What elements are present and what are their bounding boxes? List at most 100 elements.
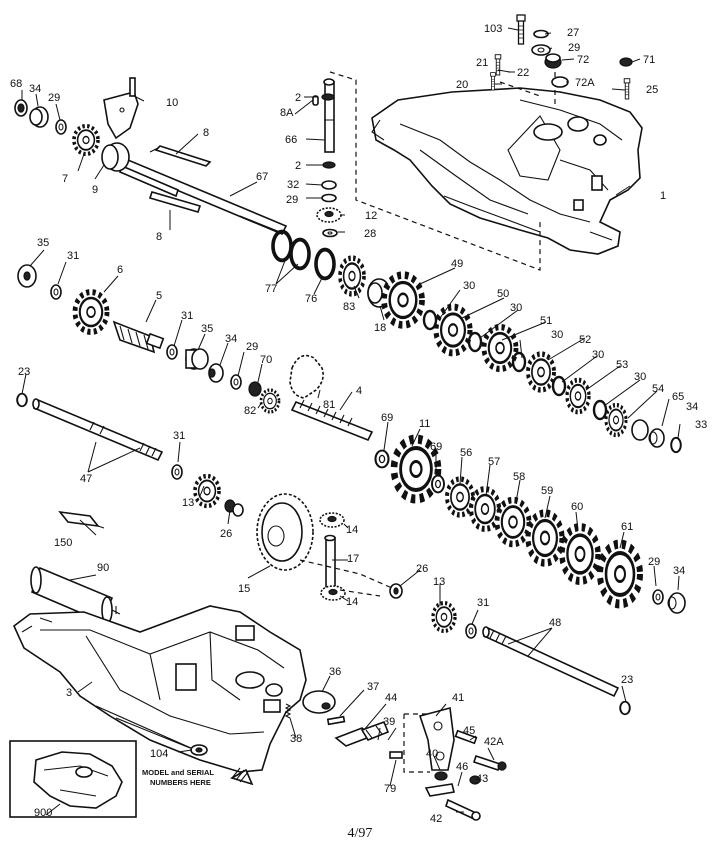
bolt-25 (623, 78, 631, 100)
callout-82: 82 (244, 405, 256, 417)
callout-29: 29 (648, 556, 660, 568)
callout-34: 34 (673, 565, 685, 577)
ring-76 (314, 247, 336, 281)
bevel-gear-14-upper (319, 512, 345, 528)
gear-6 (75, 292, 107, 332)
ring-2-top (321, 93, 335, 101)
callout-labels: 103 27 29 21 22 72 71 20 72A 25 68 34 29… (10, 23, 707, 825)
callout-42A: 42A (484, 736, 504, 748)
ring-77-a (271, 229, 293, 263)
model-serial-note (229, 767, 254, 786)
callout-23: 23 (621, 674, 633, 686)
callout-30: 30 (510, 302, 522, 314)
nut-43 (469, 775, 481, 785)
bolt-20 (490, 72, 496, 91)
brake-shaft-4 (290, 399, 374, 442)
callout-3: 3 (66, 687, 72, 699)
callout-38: 38 (290, 733, 302, 745)
washer-26-lower (389, 583, 403, 599)
callout-35: 35 (37, 237, 49, 249)
callout-60: 60 (571, 501, 583, 513)
brake-disc-36 (302, 690, 336, 714)
callout-22: 22 (517, 67, 529, 79)
callout-50: 50 (497, 288, 509, 300)
callout-7: 7 (62, 173, 68, 185)
ring-33 (670, 436, 682, 454)
callout-53: 53 (616, 359, 628, 371)
callout-30: 30 (592, 349, 604, 361)
key-150 (58, 510, 105, 529)
callout-72: 72 (577, 54, 589, 66)
model-serial-note-line1: MODEL and SERIAL (142, 768, 214, 777)
nut-104 (190, 744, 208, 756)
chain-81 (289, 354, 324, 399)
callout-61: 61 (621, 521, 633, 533)
gear-13-lower (433, 603, 455, 631)
washer-29-top (531, 44, 551, 56)
bearing-34-top (29, 106, 49, 128)
callout-34: 34 (29, 83, 41, 95)
model-serial-note-line2: NUMBERS HERE (150, 778, 211, 787)
callout-68: 68 (10, 78, 22, 90)
bearing-65 (631, 419, 649, 441)
callout-39: 39 (383, 716, 395, 728)
revision-date: 4/97 (347, 826, 373, 841)
callout-8A: 8A (280, 107, 294, 119)
callout-49: 49 (451, 258, 463, 270)
callout-10: 10 (166, 97, 178, 109)
callout-27: 27 (567, 27, 579, 39)
callout-900: 900 (34, 807, 52, 819)
gear-57 (471, 489, 499, 529)
bolt-42A (472, 754, 507, 772)
callout-90: 90 (97, 562, 109, 574)
callout-33: 33 (695, 419, 707, 431)
callout-26: 26 (220, 528, 232, 540)
dowel-45 (454, 729, 478, 745)
assembly-dashed-line-diff (299, 559, 393, 597)
callout-2: 2 (295, 160, 301, 172)
callout-79: 79 (384, 783, 396, 795)
washer-29-lowright (652, 589, 664, 605)
callout-65: 65 (672, 391, 684, 403)
gear-13-upper (195, 476, 219, 506)
callout-30: 30 (634, 371, 646, 383)
washer-30-c (511, 351, 527, 373)
callout-103: 103 (484, 23, 502, 35)
bolt-21 (494, 54, 502, 76)
gear-53 (567, 380, 589, 412)
axle-shaft-48 (482, 626, 620, 698)
pin-37 (326, 715, 346, 726)
callout-48: 48 (549, 617, 561, 629)
callout-12: 12 (365, 210, 377, 222)
callout-31: 31 (477, 597, 489, 609)
ring-23-left (16, 392, 28, 408)
sprocket-83 (340, 258, 364, 294)
upper-case-housing (371, 87, 643, 255)
callout-31: 31 (67, 250, 79, 262)
gear-61 (600, 544, 640, 604)
shift-fork-8-upper (149, 145, 212, 167)
bearing-35-left (17, 264, 37, 288)
callout-25: 25 (646, 84, 658, 96)
washer-29-mid (230, 374, 242, 390)
callout-29: 29 (48, 92, 60, 104)
bolt-103 (516, 14, 526, 45)
callout-4: 4 (356, 385, 362, 397)
axle-shaft-47 (32, 398, 164, 462)
callout-13: 13 (182, 497, 194, 509)
callout-11: 11 (419, 418, 430, 430)
callout-76: 76 (305, 293, 317, 305)
washer-72A (551, 76, 569, 88)
ring-77-b (289, 237, 311, 271)
washer-29-shaft (321, 193, 337, 203)
bearing-35-mid (185, 348, 209, 370)
callout-58: 58 (513, 471, 525, 483)
callout-32: 32 (287, 179, 299, 191)
callout-35: 35 (201, 323, 213, 335)
ring-gear-15 (256, 493, 314, 571)
leader-lines (21, 27, 681, 816)
gear-56 (447, 479, 473, 515)
callout-104: 104 (150, 748, 168, 760)
callout-69: 69 (381, 412, 393, 424)
